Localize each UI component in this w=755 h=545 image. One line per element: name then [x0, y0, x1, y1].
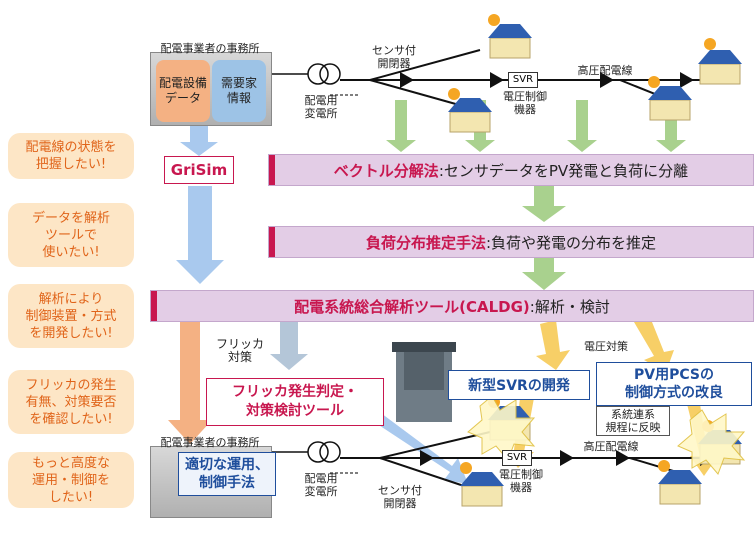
arrow-caldg-to-pvpcs	[634, 322, 674, 372]
voltage-label: 電圧対策	[584, 340, 628, 353]
top-line-arrow2	[600, 72, 614, 88]
arrow-db-to-grisim	[180, 124, 218, 156]
arrow-grid3-to-band1	[567, 100, 597, 152]
need-advanced-operation: もっと高度な 運用・制御を したい!	[8, 452, 134, 508]
bottom-transformer-b	[319, 441, 341, 463]
new-svr-box: 新型SVRの開発	[448, 370, 590, 400]
grisim-box: GriSim	[164, 156, 234, 184]
starburst-highlight	[467, 395, 746, 475]
bottom-svr-box: SVR	[502, 450, 532, 466]
load-distribution-desc: :負荷や発電の分布を推定	[485, 233, 657, 252]
need-develop-control: 解析により 制御装置・方式 を開発したい!	[8, 284, 134, 348]
need-check-flicker: フリッカの発生 有無、対策要否 を確認したい!	[8, 370, 134, 434]
arrow-caldg-to-newsvr	[536, 320, 570, 370]
bottom-line-arrow1	[560, 450, 574, 466]
bottom-switch-marker	[420, 450, 434, 466]
bottom-line-arrow2	[616, 450, 630, 466]
bottom-svr-label: 電圧制御 機器	[499, 468, 543, 494]
caldg-title: 配電系統総合解析ツール(CALDG)	[294, 297, 530, 316]
arrow-grid-to-band1	[386, 100, 416, 152]
load-distribution-title: 負荷分布推定手法	[365, 233, 486, 252]
top-line-arrow1	[490, 72, 504, 88]
top-transformer-a	[307, 63, 329, 85]
operation-method-box: 適切な運用、 制御手法	[178, 452, 276, 496]
top-line-arrow3	[680, 72, 694, 88]
top-switch-marker	[400, 72, 414, 88]
customer-database: 需要家 情報	[212, 60, 266, 122]
top-office-title: 配電事業者の事務所	[160, 42, 260, 55]
bottom-line-label: 高圧配電線	[583, 440, 639, 453]
bottom-switch-label: センサ付 開閉器	[378, 484, 422, 510]
arrow-band1-to-band2	[522, 184, 566, 222]
bottom-transformer-a	[307, 441, 329, 463]
arrow-band2-to-band3	[522, 258, 566, 290]
vector-decomposition-desc: :センサデータをPV発電と負荷に分離	[438, 161, 689, 180]
vector-decomposition-band: ベクトル分解法:センサデータをPV発電と負荷に分離	[268, 154, 754, 186]
bottom-substation-label: 配電用 変電所	[304, 472, 338, 498]
pv-pcs-box: PV用PCSの 制御方式の改良	[596, 362, 752, 406]
load-distribution-band: 負荷分布推定手法:負荷や発電の分布を推定	[268, 226, 754, 258]
bottom-office-title: 配電事業者の事務所	[160, 436, 260, 449]
top-substation-label: 配電用 変電所	[304, 94, 338, 120]
arrow-caldg-to-flicker	[270, 322, 308, 370]
flicker-tool-box: フリッカ発生判定・ 対策検討ツール	[206, 378, 384, 426]
equipment-database: 配電設備 データ	[156, 60, 210, 122]
top-line-label: 高圧配電線	[577, 64, 633, 77]
need-grasp-state: 配電線の状態を 把握したい!	[8, 133, 134, 179]
need-use-data: データを解析 ツールで 使いたい!	[8, 203, 134, 267]
arrow-grid4-to-band1	[656, 100, 686, 152]
top-switch-label: センサ付 開閉器	[372, 44, 416, 70]
arrow-flicker-to-grid	[356, 402, 468, 484]
grid-rule-note: 系統連系 規程に反映	[596, 406, 670, 436]
caldg-desc: :解析・検討	[529, 297, 610, 316]
top-svr-box: SVR	[508, 72, 538, 88]
vector-decomposition-title: ベクトル分解法	[333, 161, 439, 180]
flicker-label: フリッカ 対策	[215, 337, 264, 364]
top-svr-label: 電圧制御 機器	[503, 90, 547, 116]
caldg-band: 配電系統総合解析ツール(CALDG):解析・検討	[150, 290, 754, 322]
top-transformer-b	[319, 63, 341, 85]
arrow-grisim-to-caldg	[176, 186, 224, 284]
arrow-caldg-to-office	[168, 322, 212, 444]
